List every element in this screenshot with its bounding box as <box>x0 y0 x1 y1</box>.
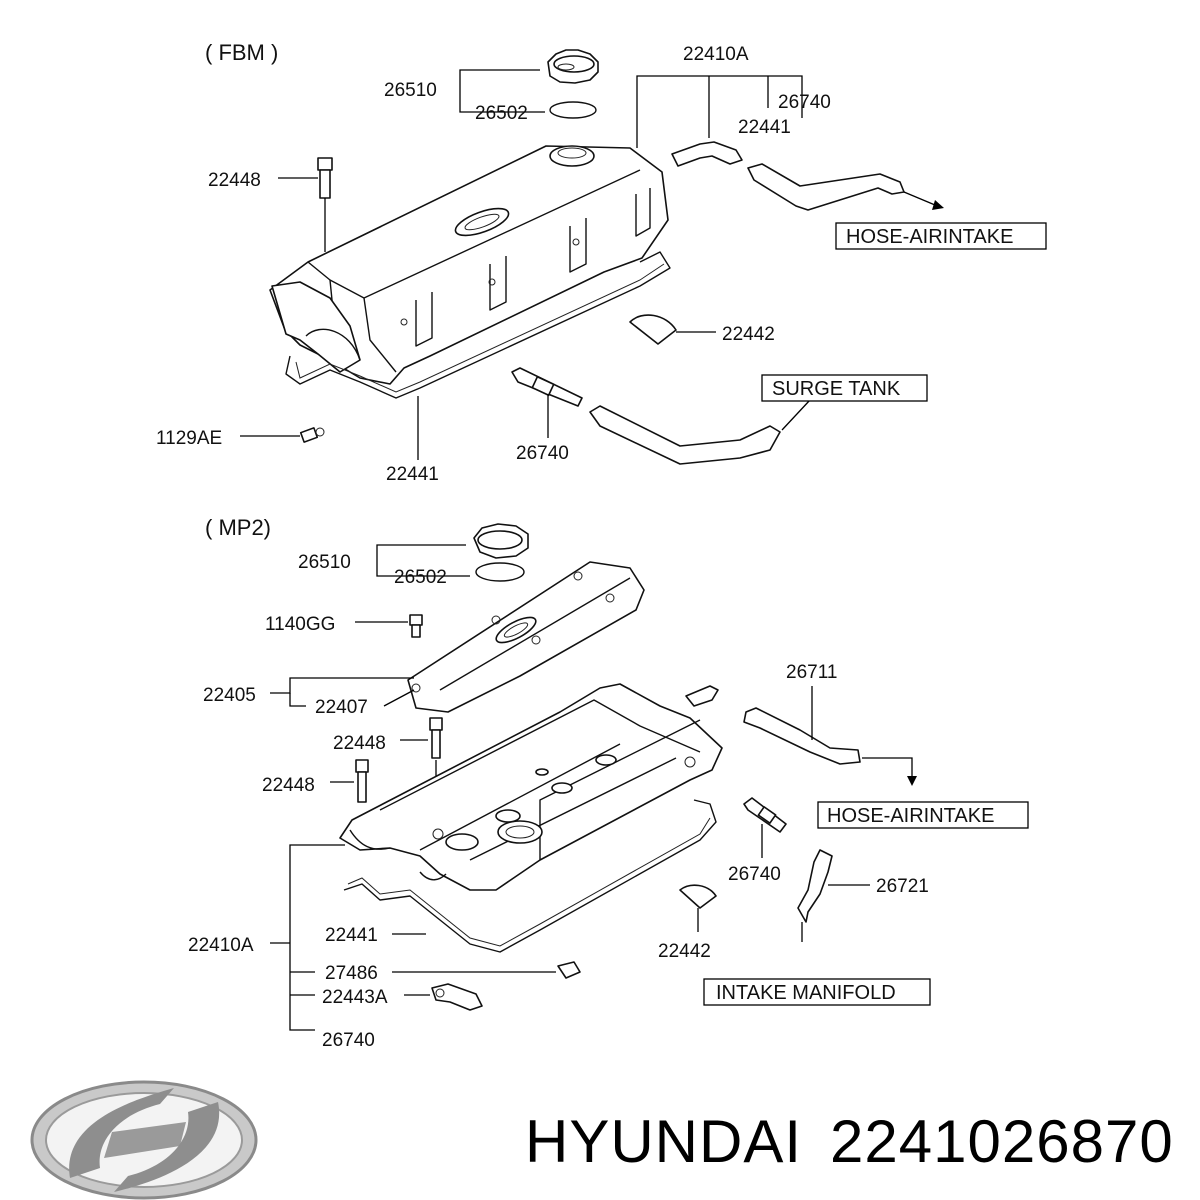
gasket-fbm-icon <box>285 251 671 399</box>
label-26740-right: 26740 <box>728 864 781 885</box>
cap-seal-mp2-icon <box>475 562 525 582</box>
bolt-22448-icon <box>317 157 333 252</box>
label-22410a-mp2: 22410A <box>188 935 254 956</box>
box-hose-airintake-fbm <box>835 222 1047 250</box>
breather-hose-top-icon <box>671 141 905 211</box>
label-22443a: 22443A <box>322 987 388 1008</box>
label-27486: 27486 <box>325 963 378 984</box>
label-26740-top: 26740 <box>778 92 831 113</box>
label-22448-a: 22448 <box>333 733 386 754</box>
label-26711: 26711 <box>786 662 837 683</box>
label-1140gg: 1140GG <box>265 614 335 635</box>
label-26502-mp2: 26502 <box>394 567 447 588</box>
label-hose-airintake-fbm: HOSE-AIRINTAKE <box>846 226 1013 248</box>
oil-filler-cap-icon <box>547 49 599 84</box>
label-26510: 26510 <box>384 80 437 101</box>
label-26502: 26502 <box>475 103 528 124</box>
gasket-mp2-icon <box>343 799 717 953</box>
box-surge-tank <box>761 374 928 402</box>
part-number: 2241026870 <box>830 1108 1174 1175</box>
label-22448: 22448 <box>208 170 261 191</box>
label-22407: 22407 <box>315 697 368 718</box>
label-22442-fbm: 22442 <box>722 324 775 345</box>
label-26721: 26721 <box>876 876 929 897</box>
pcv-valve-mp2-icon <box>743 797 787 833</box>
label-26740-bottom: 26740 <box>516 443 569 464</box>
label-intake-manifold: INTAKE MANIFOLD <box>716 982 896 1004</box>
label-22410a: 22410A <box>683 44 749 65</box>
bolt-1140gg-icon <box>409 614 423 638</box>
brand-name: HYUNDAI <box>525 1108 802 1175</box>
label-22441-bottom: 22441 <box>386 464 439 485</box>
leader-26510 <box>459 69 545 113</box>
bolt-1129ae-icon <box>299 427 325 443</box>
oil-filler-cap-mp2-icon <box>473 523 529 559</box>
breather-hose-mp2-icon <box>685 685 861 765</box>
label-26510-mp2: 26510 <box>298 552 351 573</box>
hyundai-logo-icon <box>30 1080 258 1200</box>
pcv-valve-icon <box>511 367 583 407</box>
half-moon-plug-mp2-icon <box>679 884 717 909</box>
label-26740-mp2-bottom: 26740 <box>322 1030 375 1051</box>
label-1129ae: 1129AE <box>156 428 222 449</box>
bracket-22443a-icon <box>431 983 483 1011</box>
label-22448-b: 22448 <box>262 775 315 796</box>
label-surge-tank: SURGE TANK <box>772 378 901 400</box>
section-title-fbm: ( FBM ) <box>205 40 278 65</box>
label-22405: 22405 <box>203 685 256 706</box>
half-moon-plug-icon <box>629 314 677 345</box>
leader-22410a <box>636 75 803 148</box>
label-22441-top: 22441 <box>738 117 791 138</box>
leader-22410a-mp2 <box>289 844 345 1031</box>
clip-27486-icon <box>557 961 581 979</box>
cap-seal-icon <box>549 101 597 119</box>
surge-tank-hose-icon <box>589 405 781 465</box>
rocker-cover-mp2-icon <box>339 683 723 891</box>
stud-22448-b-icon <box>355 759 369 803</box>
engine-cover-mp2-icon <box>407 561 645 713</box>
box-hose-airintake-mp2 <box>817 801 1029 829</box>
label-22442-mp2: 22442 <box>658 941 711 962</box>
label-hose-airintake-mp2: HOSE-AIRINTAKE <box>827 805 994 827</box>
box-intake-manifold <box>703 978 931 1006</box>
rocker-cover-fbm-icon <box>269 145 669 385</box>
label-22441-mp2: 22441 <box>325 925 378 946</box>
hose-26721-icon <box>797 849 833 923</box>
stud-22448-a-icon <box>429 717 443 759</box>
section-title-mp2: ( MP2) <box>205 515 271 540</box>
